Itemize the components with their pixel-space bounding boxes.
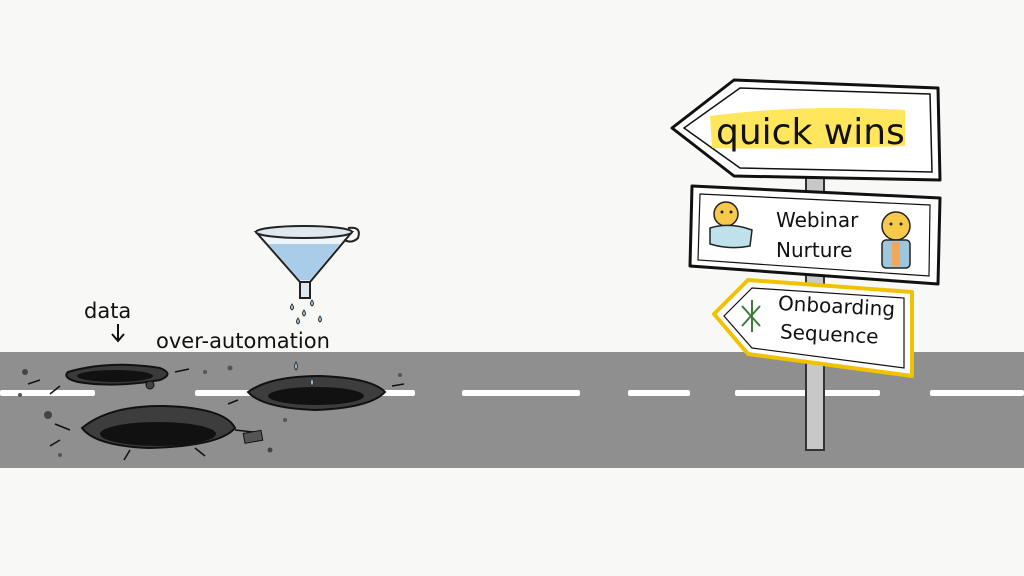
duck-icon — [881, 211, 911, 269]
sign-middle-line2: Nurture — [776, 238, 853, 262]
lane-dash — [930, 390, 1024, 396]
funnel-icon — [253, 225, 360, 387]
lane-dash — [628, 390, 690, 396]
label-data: data — [84, 299, 132, 323]
sign-top-text: quick wins — [716, 112, 905, 153]
sign-quick-wins — [670, 78, 942, 182]
sign-webinar-nurture — [688, 184, 942, 286]
lane-dash — [0, 390, 95, 396]
pothole-funnel — [227, 374, 405, 412]
sign-bottom-line2: Sequence — [779, 319, 880, 349]
lane-dash — [462, 390, 580, 396]
chick-icon — [709, 201, 753, 249]
label-over-automation: over-automation — [156, 329, 330, 353]
arrow-down-icon — [111, 324, 125, 343]
pothole-small — [22, 363, 190, 395]
pothole-large — [44, 404, 273, 461]
sign-middle-line1: Webinar — [776, 208, 859, 232]
debris — [18, 365, 402, 457]
sign-onboarding-sequence — [712, 278, 914, 378]
sparkle-icon — [741, 300, 761, 332]
